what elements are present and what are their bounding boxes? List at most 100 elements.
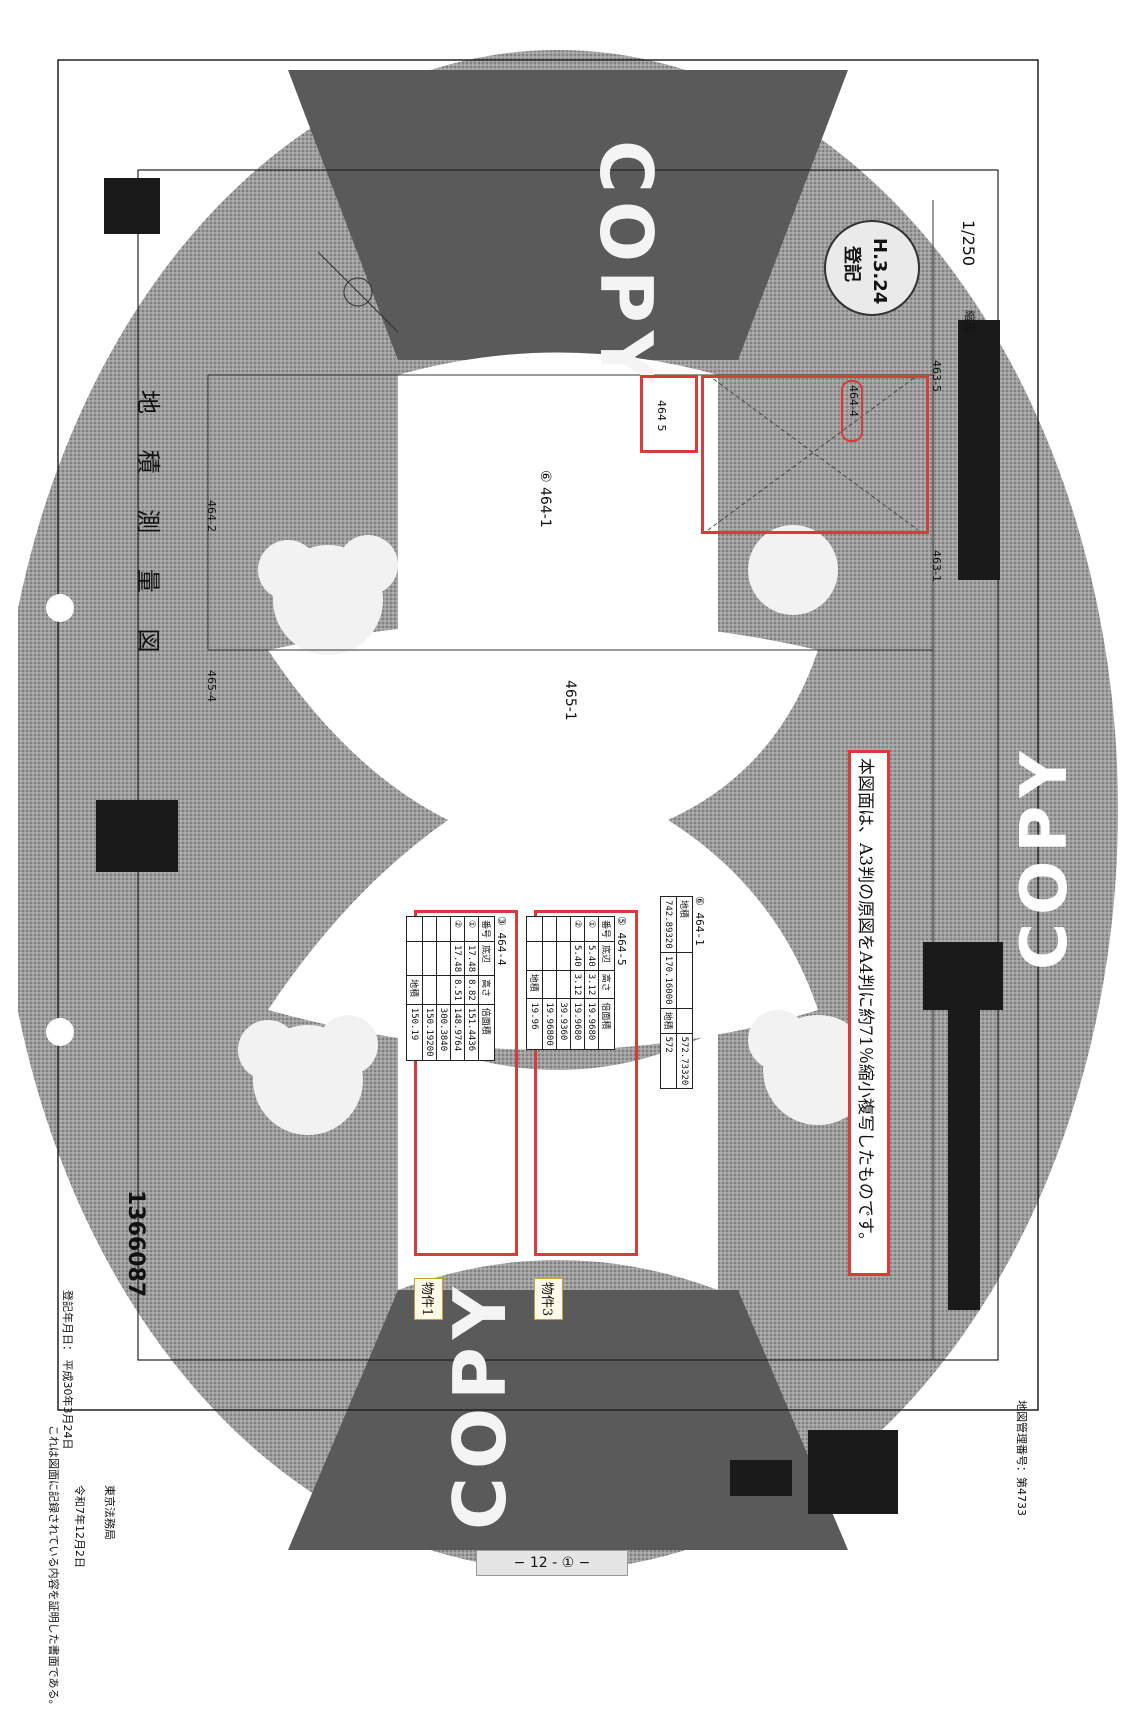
table-cell: 番号: [598, 916, 615, 942]
registration-stamp: H.3.24 登記: [824, 220, 920, 316]
table-cell: ①: [584, 916, 599, 942]
document-number: 1366087: [123, 1190, 148, 1298]
table-cell: 3.12: [570, 970, 585, 999]
table-cell: [556, 916, 571, 942]
redaction-block: [730, 1460, 792, 1496]
table1-header: ③ 464-4: [495, 916, 508, 966]
table-cell: 19.96800: [542, 998, 557, 1050]
table-cell: 742.89320: [660, 896, 677, 953]
table-cell: 148.9764: [450, 1004, 465, 1061]
parcel-label-463-1: 463-1: [930, 550, 943, 582]
highlight-oval: [841, 380, 863, 442]
table3-header: ⑤ 464-5: [615, 916, 628, 966]
table-cell: 170.16000: [660, 952, 677, 1009]
table-cell: 151.4436: [464, 1004, 479, 1061]
scale-value: 1/250: [959, 220, 978, 267]
table-cell: 19.96: [526, 998, 543, 1050]
table-row: 番号底辺高さ倍面積: [478, 916, 495, 1061]
reduction-note-box: [848, 750, 890, 1276]
table-cell: [676, 952, 693, 1009]
reduction-note: 本図面は、A3判の原図をA4判に約71％縮小複写したものです。: [855, 758, 875, 1250]
table-cell: 19.9680: [570, 998, 585, 1050]
certification-office: 東京法務局: [103, 1485, 116, 1540]
tag-item-3: 物件3: [534, 1278, 563, 1321]
table-cell: 150.19: [406, 1004, 423, 1061]
certification-date: 令和7年12月2日: [73, 1485, 86, 1568]
table-cell: 17.48: [464, 941, 479, 976]
table-cell: [556, 941, 571, 971]
table-cell: [406, 916, 423, 942]
table-cell: [542, 941, 557, 971]
table-cell: [526, 916, 543, 942]
table-cell: ②: [570, 916, 585, 942]
highlight-parcel-464-5: [640, 375, 698, 453]
table-cell: 39.9360: [556, 998, 571, 1050]
parcel-label-464-2: 464-2: [205, 500, 218, 532]
table-cell: 番号: [478, 916, 495, 942]
table-cell: [436, 916, 451, 942]
table-row: 番号底辺高さ倍面積: [598, 916, 615, 1050]
parcel-label-463-5: 463-5: [930, 360, 943, 392]
table-cell: [422, 975, 437, 1005]
table-cell: 572: [660, 1033, 677, 1089]
parcel-label-464-1: ⑥ 464-1: [537, 470, 553, 528]
table-cell: 300.3840: [436, 1004, 451, 1061]
background-watermark: [18, 50, 1118, 1570]
stamp-date: H.3.24: [869, 238, 890, 305]
redaction-block: [104, 178, 160, 234]
table-cell: 倍面積: [478, 1004, 495, 1061]
table-cell: 5.40: [570, 941, 585, 971]
table-cell: 地積: [676, 896, 693, 953]
page-number: − 12 - ① −: [476, 1550, 628, 1576]
table-cell: 5.40: [584, 941, 599, 971]
redaction-block: [958, 320, 1000, 580]
table-cell: 高さ: [598, 970, 615, 999]
table-cell: 地積: [660, 1008, 677, 1034]
table-cell: 150.19200: [422, 1004, 437, 1061]
table-cell: [422, 916, 437, 942]
table-cell: 19.9680: [584, 998, 599, 1050]
table-cell: [422, 941, 437, 976]
copy-watermark-right: COPY: [1008, 743, 1082, 970]
table1-highlight: [414, 910, 518, 1256]
redaction-block: [808, 1430, 898, 1514]
table-cell: 17.48: [450, 941, 465, 976]
table-cell: 底辺: [478, 941, 495, 976]
table-row: 19.96800: [542, 916, 557, 1050]
table-cell: [406, 941, 423, 976]
table-cell: 倍面積: [598, 998, 615, 1050]
table-cell: 地積: [526, 970, 543, 999]
parcel-label-464-5-small: 464 5: [655, 400, 668, 432]
scanned-document: COPY COPY COPY 地 積 測 量 図 1366087 登記年月日： …: [18, 30, 1118, 1711]
table-cell: ②: [450, 916, 465, 942]
redaction-block: [923, 942, 1003, 1010]
table-cell: [526, 941, 543, 971]
redaction-block: [948, 1010, 980, 1310]
table-row: 39.9360: [556, 916, 571, 1050]
registration-date: 登記年月日： 平成30年3月24日: [61, 1290, 74, 1450]
map-management-number: 地図管理番号：第4733: [1015, 1400, 1028, 1516]
scale-label: 縮尺: [963, 310, 976, 332]
table-cell: 底辺: [598, 941, 615, 971]
table-cell: 8.51: [450, 975, 465, 1005]
table-cell: 地積: [406, 975, 423, 1005]
copy-watermark-top: COPY: [584, 140, 668, 391]
stamp-word: 登記: [841, 246, 862, 282]
table-cell: 8.82: [464, 975, 479, 1005]
highlight-parcel-464-4: [701, 375, 929, 534]
table3-highlight: [534, 910, 638, 1256]
table-cell: [542, 916, 557, 942]
table-cell: ①: [464, 916, 479, 942]
table-row: 150.19200: [422, 916, 437, 1061]
table-row: 300.3840: [436, 916, 451, 1061]
table-cell: 3.12: [584, 970, 599, 999]
redaction-block: [96, 800, 178, 872]
